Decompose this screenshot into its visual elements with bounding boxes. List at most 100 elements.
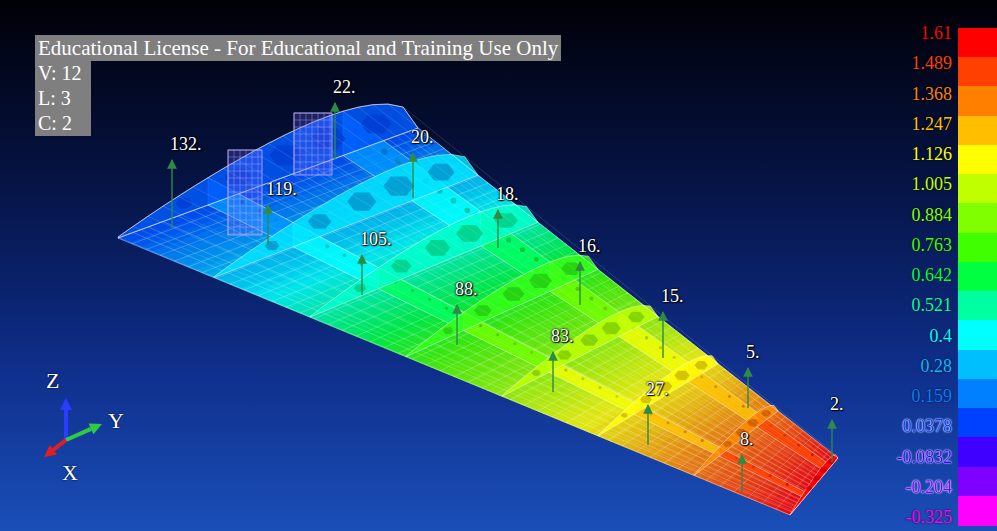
panel-grid [294,113,332,114]
panel-grid [294,169,332,170]
panel-grid [324,113,325,175]
upper-mesh-line [358,107,828,459]
panel-grid [300,113,301,175]
spar-hole [581,377,584,380]
spar-hole [411,289,414,292]
axis-shaft [64,410,68,440]
lightening-hole [674,371,689,381]
panel-grid [228,185,262,186]
color-bar-band [958,86,997,116]
legend-value: 0.4 [860,325,952,347]
panel-grid [234,150,235,235]
mesh-line [193,211,802,501]
view-info: C: 2 [35,111,91,136]
spar-hole [325,245,329,249]
legend-value: 0.28 [860,355,952,377]
force-arrow [412,153,413,198]
mesh-line [223,200,807,496]
upper-mesh-line [268,144,814,478]
spar-hole [735,457,738,460]
panel-grid [228,157,262,158]
panel-grid [306,113,307,175]
upper-mesh-line [133,226,792,510]
upper-mesh-line [328,116,824,464]
force-value: 16. [578,236,601,257]
color-bar-band [958,437,997,467]
mesh-line [208,205,804,498]
spar-hole [496,333,499,336]
legend-value: 1.489 [860,52,952,74]
spar-hole [650,413,653,416]
force-value: 132. [170,134,202,155]
color-bar-band [958,262,997,292]
constraint-panel [294,113,332,175]
legend-value: -0.325 [860,506,952,528]
force-arrow [747,368,748,408]
panel-grid [294,134,332,135]
panel-grid [228,164,262,165]
axis-label: Y [108,408,124,433]
panel-grid [240,150,241,235]
force-arrow [647,405,648,445]
color-bar-band [958,174,997,204]
spar-hole [274,218,278,222]
color-bar-band [958,408,997,438]
legend-value: 1.005 [860,173,952,195]
force-arrow [267,205,268,245]
color-bar-band [958,291,997,321]
spar-hole [752,465,755,468]
upper-mesh-line [313,122,821,467]
color-bar-band [958,28,997,58]
axis-head [89,423,102,434]
legend-value: 0.159 [860,385,952,407]
lightening-hole [602,322,621,334]
force-arrow [662,312,663,358]
panel-grid [294,155,332,156]
force-value: 2. [830,394,844,415]
panel-grid [228,206,262,207]
lightening-hole [529,274,552,288]
panel-grid [228,199,262,200]
color-bar-band [958,233,997,263]
legend-value: 1.247 [860,113,952,135]
color-bar-band [958,57,997,87]
color-bar-band [958,467,997,497]
license-banner: Educational License - For Educational an… [35,35,561,61]
legend-value: 1.61 [860,22,952,44]
color-bar-band [958,203,997,233]
legend-value: 0.521 [860,294,952,316]
upper-mesh-line [253,152,812,481]
color-bar-band [958,496,997,526]
panel-grid [228,192,262,193]
mesh-line [268,183,814,487]
panel-grid [312,113,313,175]
force-arrow [741,455,742,492]
color-bar-band [958,320,997,350]
lightening-hole [561,263,581,276]
root-panels [228,113,332,235]
force-arrow [361,255,362,295]
force-value: 105. [360,229,392,250]
legend-value: 0.763 [860,234,952,256]
panel-grid [228,171,262,172]
force-value: 18. [496,184,519,205]
force-arrow [171,160,172,228]
lightening-hole [456,225,483,242]
panel-grid [228,213,262,214]
spar-hole [564,368,567,371]
upper-mesh-line [343,111,826,462]
panel-grid [228,220,262,221]
mesh-line [283,178,816,484]
axis-label: Z [46,368,59,393]
mesh-line [133,233,792,513]
panel-grid [228,150,262,151]
force-arrow [456,305,457,345]
force-arrow [334,103,335,160]
upper-mesh-line [238,160,809,484]
force-value: 27. [646,379,669,400]
spar-hole [701,439,704,442]
lightening-hole [427,164,454,181]
upper-mesh-line [403,107,836,455]
upper-mesh-line [283,136,816,474]
